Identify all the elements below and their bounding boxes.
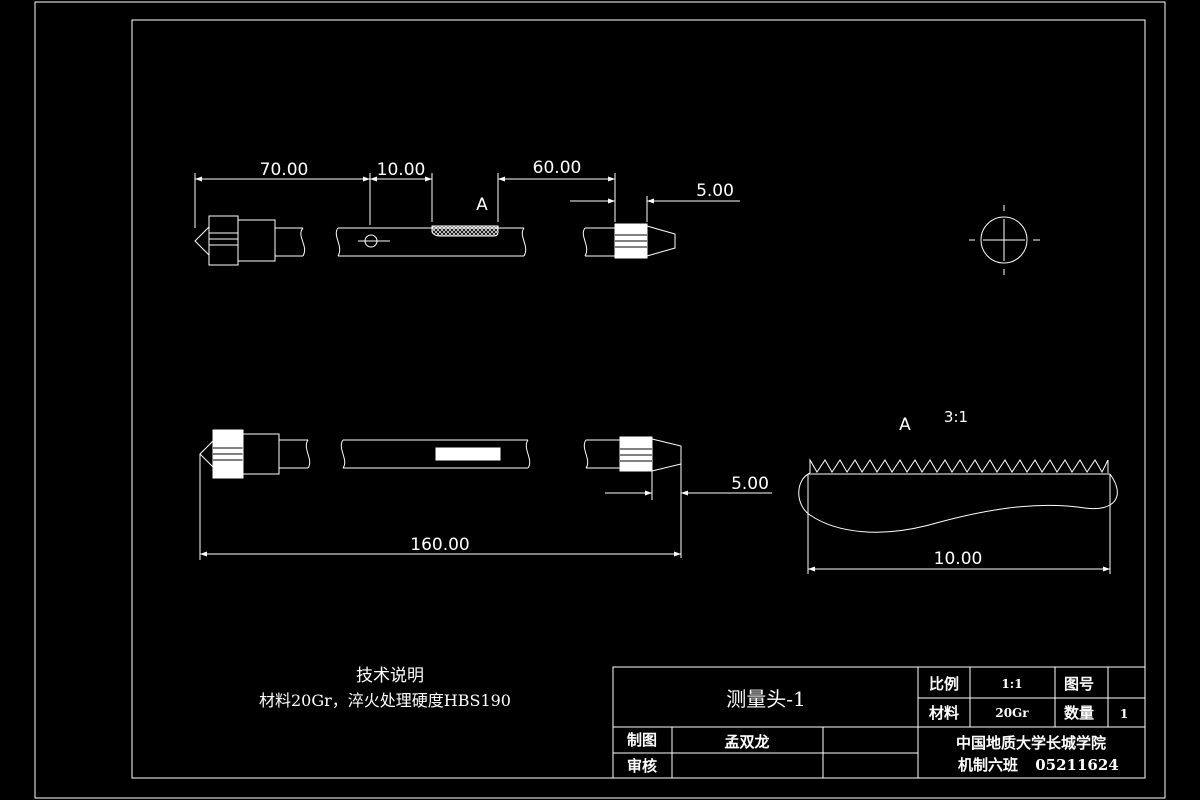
right-shaft: [585, 227, 615, 257]
student-id: 05211624: [1035, 756, 1119, 774]
material-label: 材料: [929, 704, 959, 722]
drawn-by: 孟双龙: [724, 733, 769, 751]
class-info: 机制六班: [958, 756, 1018, 774]
school-name: 中国地质大学长城学院: [956, 734, 1106, 752]
left-tip-cone: [194, 225, 210, 257]
notes-heading: 技术说明: [356, 666, 424, 686]
outer-frame: [34, 1, 1166, 799]
drawing-no-label: 图号: [1064, 675, 1094, 693]
rack-teeth: [809, 458, 1109, 474]
front-view: [199, 429, 772, 560]
title-block-grid: [612, 666, 1146, 779]
detail-scale: 3:1: [944, 408, 968, 426]
dim-text-10: 10.00: [377, 160, 426, 180]
left-knurled-head: [208, 215, 239, 266]
inner-frame: [131, 19, 1146, 779]
drawn-label: 制图: [627, 731, 657, 749]
section-label-a: A: [476, 195, 488, 215]
dim-text-60: 60.00: [533, 158, 582, 178]
dim-text-70: 70.00: [260, 160, 309, 180]
left-neck: [237, 219, 276, 262]
notes-line-1: 材料20Gr，淬火处理硬度HBS190: [259, 691, 511, 710]
scale-value: 1:1: [1001, 677, 1022, 691]
knurled-section: [431, 225, 499, 237]
checked-label: 审核: [627, 757, 657, 775]
flat-slot: [435, 447, 501, 461]
material-value: 20Gr: [995, 706, 1029, 720]
quantity-label: 数量: [1064, 704, 1094, 722]
break-outline: [798, 472, 1118, 533]
dim-text-160: 160.00: [410, 535, 469, 555]
scale-label: 比例: [929, 675, 959, 693]
dim-text-5-bottom: 5.00: [731, 474, 769, 494]
end-view-centre-mark: [969, 205, 1040, 275]
part-name: 测量头-1: [726, 687, 805, 711]
detail-label-a: A: [899, 415, 911, 435]
right-tip-cone: [646, 225, 676, 257]
quantity-value: 1: [1120, 707, 1128, 721]
top-view: [194, 173, 740, 266]
left-break-line: [300, 227, 306, 257]
dim-text-detail-10: 10.00: [934, 549, 983, 569]
left-shaft: [275, 227, 303, 257]
detail-a-view: [798, 458, 1118, 574]
dim-text-5-top: 5.00: [696, 181, 734, 201]
